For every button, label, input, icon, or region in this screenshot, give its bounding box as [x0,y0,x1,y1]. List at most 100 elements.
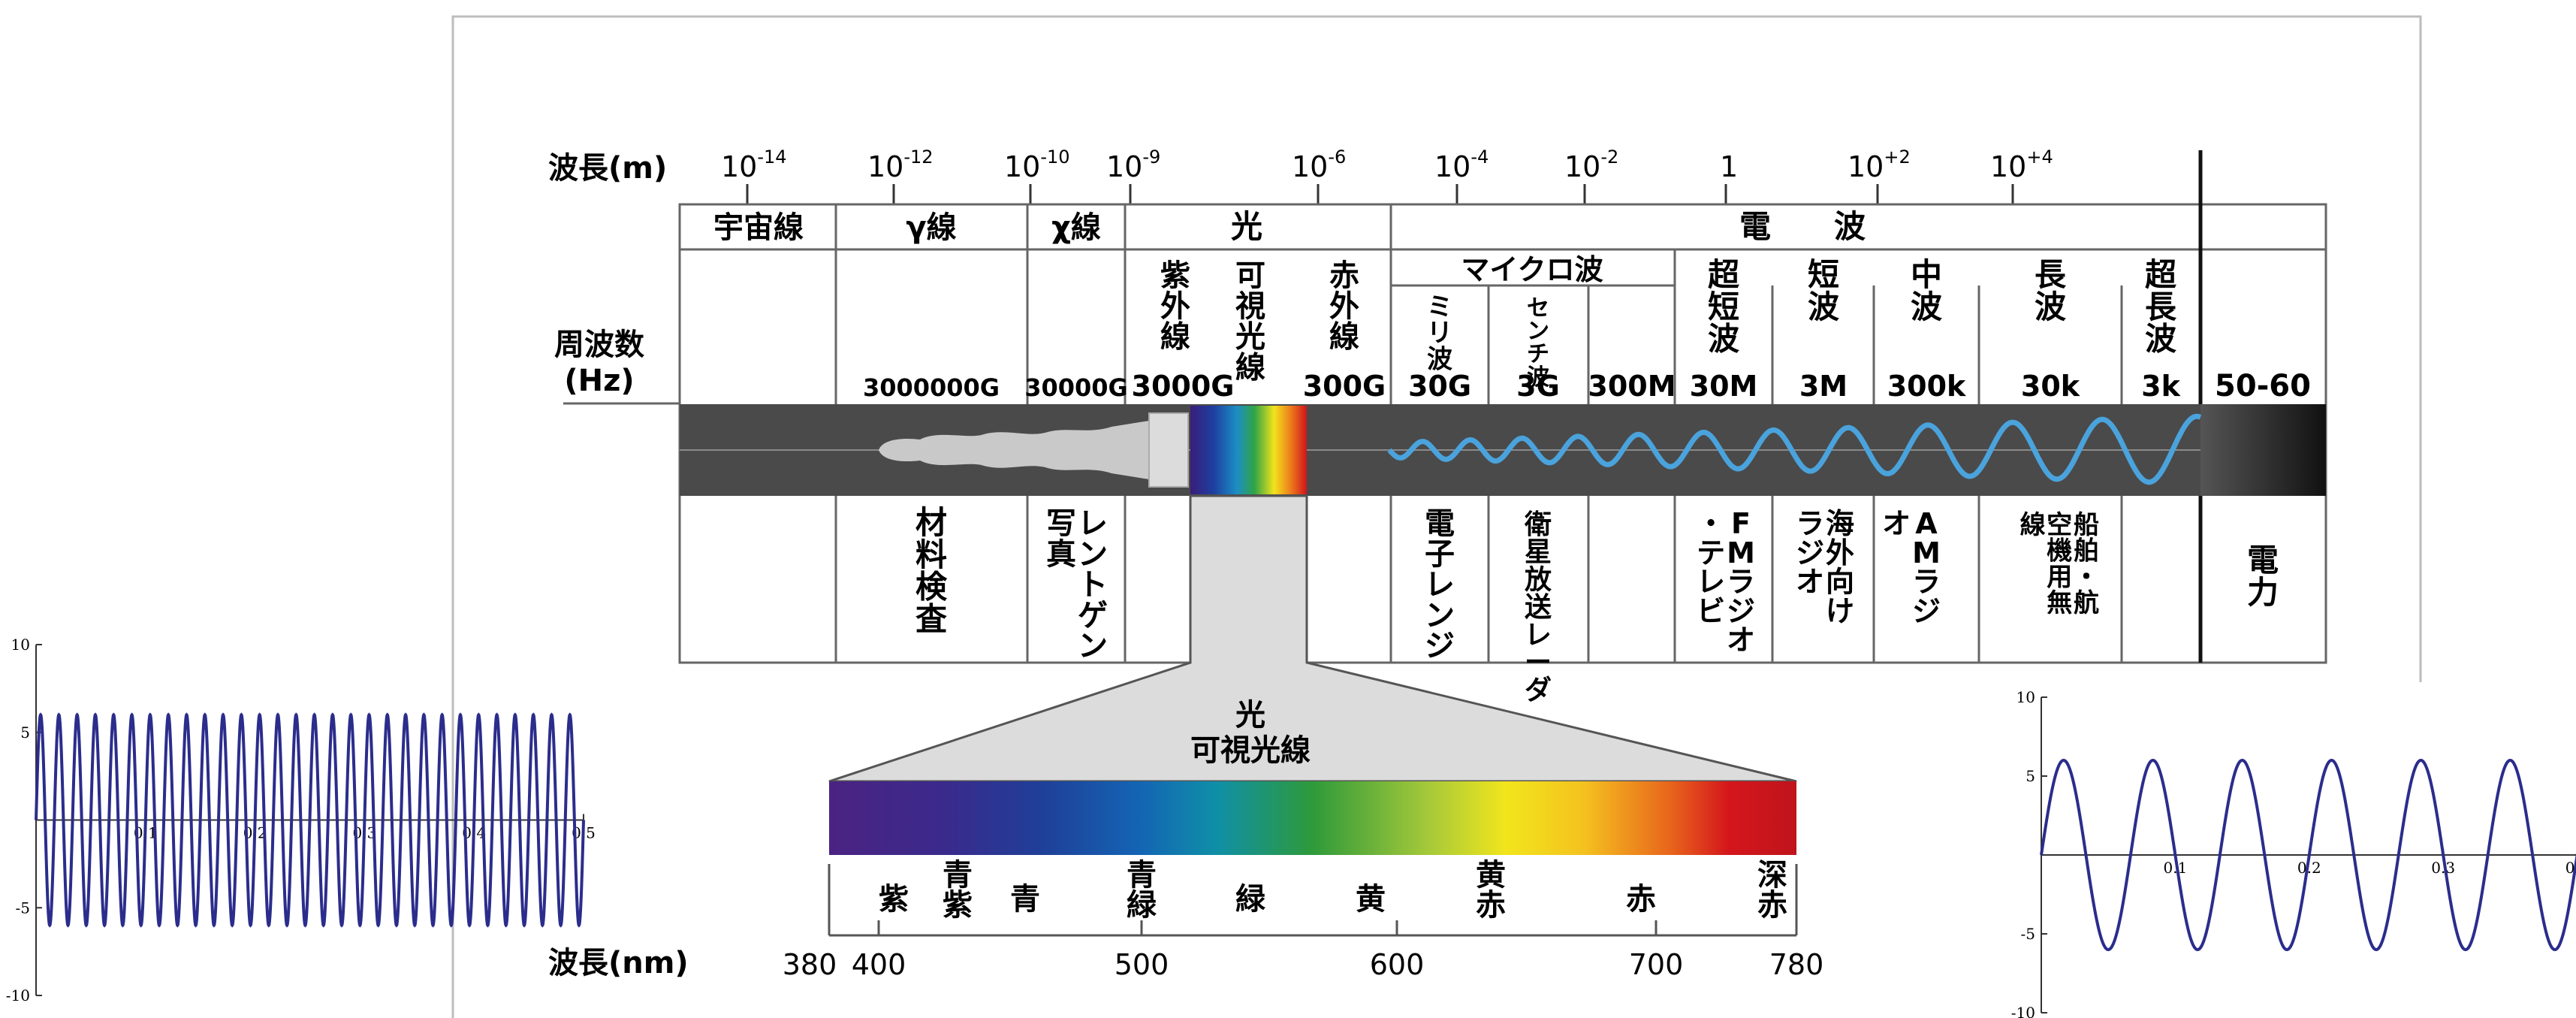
color-label-7: 赤 [1626,882,1656,917]
plot-left-ytick-3: -10 [6,986,30,1004]
plot-left-ytick-1: 5 [20,723,30,742]
color-label-3: 青緑 [1127,858,1157,923]
nm-tick-380: 380 [783,948,837,981]
use-xray-photo-col0: レントゲン [1078,506,1108,663]
wl-tick-3: 10-10 [1004,147,1070,183]
freq-30G: 30G [1408,370,1471,403]
freq-300G: 300G [1303,370,1386,403]
nm-tick-500: 500 [1115,948,1169,981]
use-overseas-radio-col1: ラジオ [1796,507,1824,599]
plot-left-ytick-0: 10 [11,636,30,654]
freq-300M: 300M [1588,370,1676,403]
color-labels: 紫青紫 青 青緑 緑 黄 黄赤 赤 深赤 [879,858,1787,923]
plot-left-curve [35,712,585,928]
wavelength-nm-label: 波長(nm) [548,946,689,980]
plot-right-ytick-2: -5 [2021,925,2035,943]
wl-tick-marks [746,184,2014,204]
use-am-radio-col1: オ [1882,507,1911,540]
category-cosmic-ray: 宇宙線 [713,210,804,245]
visible-title: 可視光線 [1190,733,1311,768]
wl-tick-8: 1 [1720,150,1738,183]
freq-300k: 300k [1887,370,1966,403]
color-label-5: 黄 [1356,882,1386,917]
microwave-label: マイクロ波 [1461,253,1603,286]
category-light: 光 [1231,208,1262,245]
frequency-label-1: 周波数 [554,328,644,362]
wl-tick-4: 10-9 [1106,147,1160,183]
subcat-vlf: 超長波 [2145,256,2177,358]
subcat-vhf: 超短波 [1708,256,1740,358]
frequency-values: 3000000G 30000G 3000G 300G 30G 3G 300M 3… [863,369,2311,403]
color-label-8: 深赤 [1757,858,1787,923]
use-ship-aircraft-col0: 船舶・航 [2074,510,2099,618]
subcat-ultraviolet: 紫外線 [1160,258,1190,355]
subcategory-labels: 紫外線 可視光線 赤外線 ミリ波 センチ波 超短波 短波 中波 長波 超長波 [1160,256,2177,391]
freq-3G: 3G [1516,370,1560,403]
plot-right-axes: 105-5-100.10.20.30.40.5 [2011,688,2576,1018]
wavelength-ticks: 10-14 10-12 10-10 10-9 10-6 10-4 10-2 1 … [721,147,2053,183]
visible-band-small [1190,406,1307,494]
visible-spectrum-bar [829,781,1796,855]
ray-plume [879,421,1149,479]
freq-30000G: 30000G [1024,373,1128,402]
light-title: 光 [1235,698,1265,733]
ray-source [1148,412,1189,488]
subcat-mediumwave: 中波 [1911,256,1942,325]
wl-tick-2: 10-12 [867,147,934,183]
freq-3M: 3M [1799,370,1848,403]
use-power-col0: 電力 [2247,542,2279,611]
use-satellite-radar-col0: 衛星放送レーダ [1524,509,1552,705]
use-ship-aircraft-col2: 線 [2020,510,2046,540]
freq-50-60: 50-60 [2215,369,2311,403]
nm-tick-marks [828,864,1798,935]
plot-right-ytick-1: 5 [2026,767,2035,785]
wl-tick-1: 10-14 [721,147,787,183]
use-ship-aircraft-col1: 空機用無 [2047,510,2072,618]
subcat-infrared: 赤外線 [1329,258,1359,355]
category-radio-wave: 電 波 [1739,208,1866,245]
color-label-6: 黄赤 [1476,858,1506,923]
freq-30k: 30k [2021,370,2080,403]
plot-right-ytick-3: -10 [2011,1004,2035,1018]
category-gamma-ray: γ線 [906,210,956,245]
freq-3000000G: 3000000G [863,373,1000,402]
plot-right-ytick-0: 10 [2016,688,2035,706]
nm-tick-400: 400 [852,948,906,981]
subcat-visible: 可視光線 [1235,258,1265,385]
frequency-label-2: (Hz) [564,364,634,398]
nm-tick-600: 600 [1370,948,1425,981]
nm-tick-780: 780 [1769,948,1824,981]
freq-30M: 30M [1690,370,1758,403]
wl-tick-10: 10+4 [1990,147,2053,183]
plot-left-ytick-2: -5 [16,899,30,917]
use-xray-photo-col1: 写真 [1046,506,1076,572]
radio-wave-curve [1387,413,2202,485]
color-label-0: 紫 [879,882,909,917]
use-overseas-radio-col0: 海外向け [1826,507,1854,627]
subcat-shortwave: 短波 [1808,256,1839,325]
freq-3k: 3k [2141,370,2180,403]
use-material-testing-col0: 材料検査 [915,504,948,638]
freq-3000G: 3000G [1132,370,1235,403]
nm-tick-700: 700 [1629,948,1684,981]
wl-tick-7: 10-2 [1564,147,1618,183]
subcat-millimeter: ミリ波 [1427,292,1452,374]
color-label-1: 青紫 [943,858,973,923]
power-band [2200,404,2326,496]
plot-right: 105-5-100.10.20.30.40.5 [1998,682,2576,1018]
use-fm-tv-col1: ・テレビ [1697,507,1725,627]
wavelength-m-label: 波長(m) [548,151,667,186]
wl-tick-6: 10-4 [1434,147,1489,183]
subcat-longwave: 長波 [2035,256,2067,325]
use-microwave-oven-col0: 電子レンジ [1425,506,1455,663]
wl-tick-5: 10-6 [1292,147,1346,183]
color-label-2: 青 [1010,882,1040,917]
color-label-4: 緑 [1235,882,1266,917]
subcat-centimeter: センチ波 [1527,295,1550,391]
